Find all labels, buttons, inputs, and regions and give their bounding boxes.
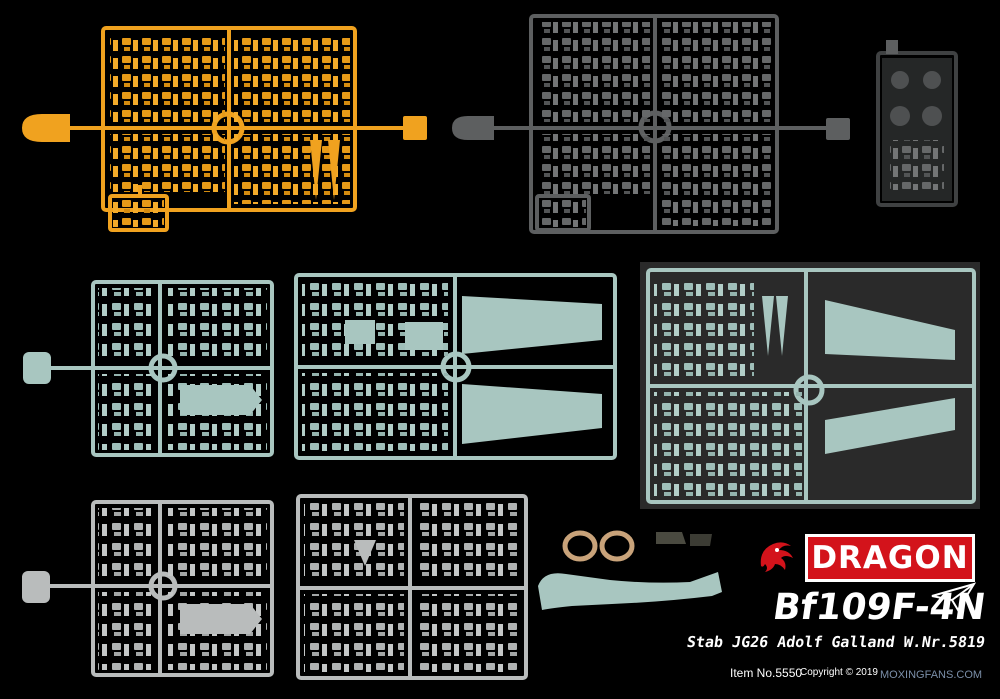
paper-plane-icon (931, 582, 976, 612)
resin-tyres (562, 530, 635, 562)
item-number: Item No.5550 (730, 666, 803, 680)
copyright-text: Copyright © 2019 (800, 667, 878, 678)
wheel-sprue (876, 40, 958, 207)
dark-grey-sprue (490, 14, 826, 234)
light-blue-sprue-b (294, 273, 617, 460)
light-blue-cowl-a (23, 352, 51, 384)
light-blue-sprue-a (48, 280, 274, 457)
dragon-logo-icon (760, 542, 793, 572)
canopy-parts (656, 532, 712, 546)
yellow-spinner (22, 114, 70, 142)
brand-logo: DRAGON (805, 534, 975, 582)
yellow-sprue (65, 26, 403, 232)
light-grey-cowl-d (22, 571, 50, 603)
brand-block: DRAGON (755, 534, 980, 584)
model-subtitle: Stab JG26 Adolf Galland W.Nr.5819 (685, 633, 987, 651)
fuselage-part (538, 572, 722, 610)
light-grey-sprue-d (48, 500, 274, 677)
dark-grey-spinner (452, 116, 494, 140)
yellow-part-right (403, 116, 427, 140)
light-blue-sprue-c (640, 262, 980, 509)
watermark-text: MOXINGFANS.COM (880, 669, 983, 681)
light-grey-sprue-e (296, 494, 528, 680)
dark-grey-part-right (826, 118, 850, 140)
model-title: Bf109F-4N (770, 587, 988, 628)
